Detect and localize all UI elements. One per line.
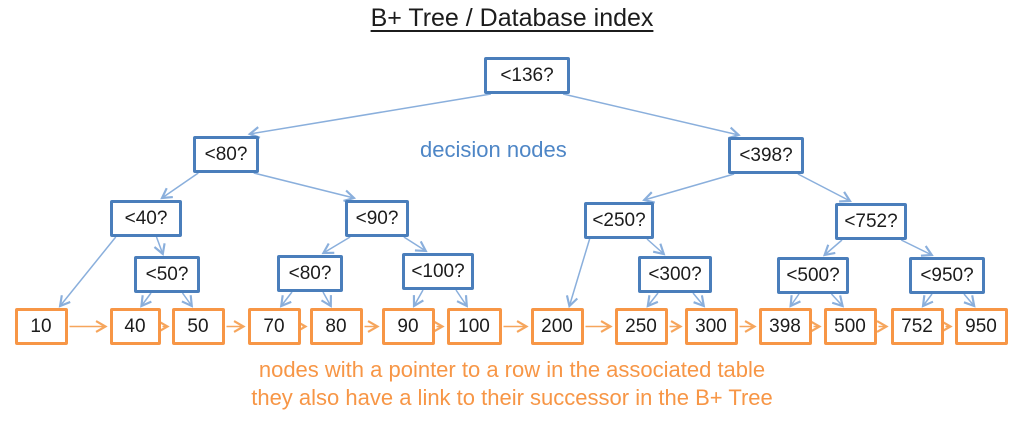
decision-nodes-annotation: decision nodes bbox=[420, 137, 567, 162]
decision-node-40: <40? bbox=[110, 200, 182, 237]
decision-node-500: <500? bbox=[777, 257, 849, 294]
tree-edge bbox=[830, 293, 845, 308]
leaf-node-90: 90 bbox=[381, 308, 435, 345]
decision-node-80: <80? bbox=[277, 255, 343, 292]
tree-edge bbox=[646, 238, 666, 256]
decision-node-80: <80? bbox=[193, 136, 259, 173]
leaf-node-80: 80 bbox=[309, 308, 363, 345]
footnote-line-1: nodes with a pointer to a row in the ass… bbox=[258, 357, 766, 382]
leaf-node-50: 50 bbox=[171, 308, 225, 345]
tree-edge bbox=[321, 236, 351, 255]
decision-node-398: <398? bbox=[728, 137, 804, 174]
decision-node-136: <136? bbox=[484, 57, 570, 94]
decision-node-950: <950? bbox=[909, 257, 985, 294]
tree-edge bbox=[247, 93, 492, 139]
tree-edge bbox=[140, 292, 152, 308]
leaf-node-70: 70 bbox=[247, 308, 301, 345]
tree-edge bbox=[900, 239, 934, 257]
leaf-node-752: 752 bbox=[890, 308, 944, 345]
diagram-title: B+ Tree / Database index bbox=[370, 4, 654, 32]
leaf-node-300: 300 bbox=[684, 308, 738, 345]
leaf-node-200: 200 bbox=[530, 308, 584, 345]
tree-edge bbox=[562, 93, 741, 140]
leaf-nodes-annotation: nodes with a pointer to a row in the ass… bbox=[0, 356, 1024, 412]
leaf-node-250: 250 bbox=[614, 308, 668, 345]
tree-edge bbox=[320, 291, 332, 308]
footnote-line-2: they also have a link to their successor… bbox=[251, 385, 773, 410]
decision-node-50: <50? bbox=[134, 256, 200, 293]
tree-edge bbox=[646, 292, 659, 308]
tree-edge bbox=[921, 293, 934, 308]
decision-node-100: <100? bbox=[402, 253, 474, 290]
tree-edge bbox=[797, 173, 852, 203]
decision-node-90: <90? bbox=[345, 200, 409, 237]
tree-edge bbox=[455, 289, 469, 308]
decision-node-752: <752? bbox=[835, 203, 907, 240]
tree-edge bbox=[822, 239, 843, 257]
leaf-node-10: 10 bbox=[14, 308, 68, 345]
leaf-node-950: 950 bbox=[954, 308, 1008, 345]
tree-edge bbox=[692, 292, 706, 308]
tree-edge bbox=[153, 236, 166, 257]
tree-edge bbox=[279, 291, 293, 308]
tree-edge bbox=[160, 172, 199, 200]
tree-edge bbox=[642, 173, 735, 204]
tree-edge bbox=[403, 236, 428, 253]
tree-edge bbox=[58, 236, 117, 308]
leaf-node-398: 398 bbox=[758, 308, 812, 345]
leaf-node-500: 500 bbox=[823, 308, 877, 345]
decision-node-300: <300? bbox=[638, 256, 712, 293]
tree-edge bbox=[253, 172, 357, 202]
tree-edge bbox=[963, 293, 976, 308]
tree-edge bbox=[565, 238, 591, 309]
tree-edge bbox=[181, 292, 194, 308]
leaf-node-100: 100 bbox=[446, 308, 502, 345]
tree-edge bbox=[789, 293, 801, 308]
leaf-node-40: 40 bbox=[109, 308, 161, 345]
tree-edge bbox=[412, 289, 424, 308]
decision-node-250: <250? bbox=[584, 202, 654, 239]
